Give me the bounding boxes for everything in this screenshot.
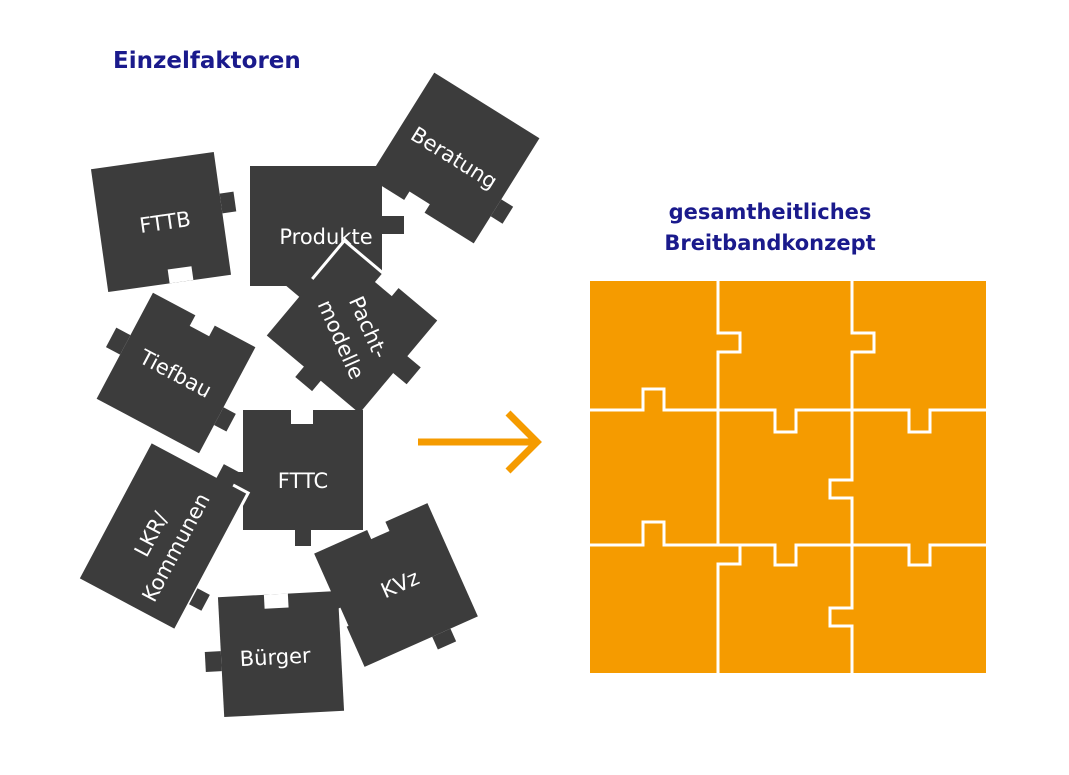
- breitbandkonzept-heading-line2: Breitbandkonzept: [664, 231, 876, 255]
- assembled-puzzle: [590, 281, 986, 673]
- puzzle-piece-fttc: FTTC: [227, 410, 363, 546]
- right-arrow: [418, 410, 542, 474]
- puzzle-seams: [590, 281, 986, 673]
- scattered-puzzle-pieces: Beratung FTTB Produkte Pacht- modelle: [75, 72, 540, 718]
- piece-label-buerger: Bürger: [239, 643, 311, 671]
- puzzle-piece-pachtmodelle: Pacht- modelle: [262, 238, 442, 418]
- piece-label-fttc: FTTC: [278, 469, 328, 493]
- puzzle-piece-buerger: Bürger: [204, 590, 345, 718]
- einzelfaktoren-heading: Einzelfaktoren: [113, 48, 301, 74]
- puzzle-piece-fttb: FTTB: [90, 151, 237, 293]
- puzzle-piece-beratung: Beratung: [368, 72, 540, 244]
- puzzle-piece-tiefbau: Tiefbau: [96, 292, 256, 454]
- piece-label-produkte: Produkte: [279, 225, 372, 249]
- puzzle-piece-lkr-kommunen: LKR/ Kommunen: [75, 439, 251, 633]
- breitbandkonzept-heading: gesamtheitliches Breitbandkonzept: [600, 197, 940, 259]
- breitbandkonzept-heading-line1: gesamtheitliches: [668, 200, 872, 224]
- assembled-puzzle-area: [590, 281, 986, 673]
